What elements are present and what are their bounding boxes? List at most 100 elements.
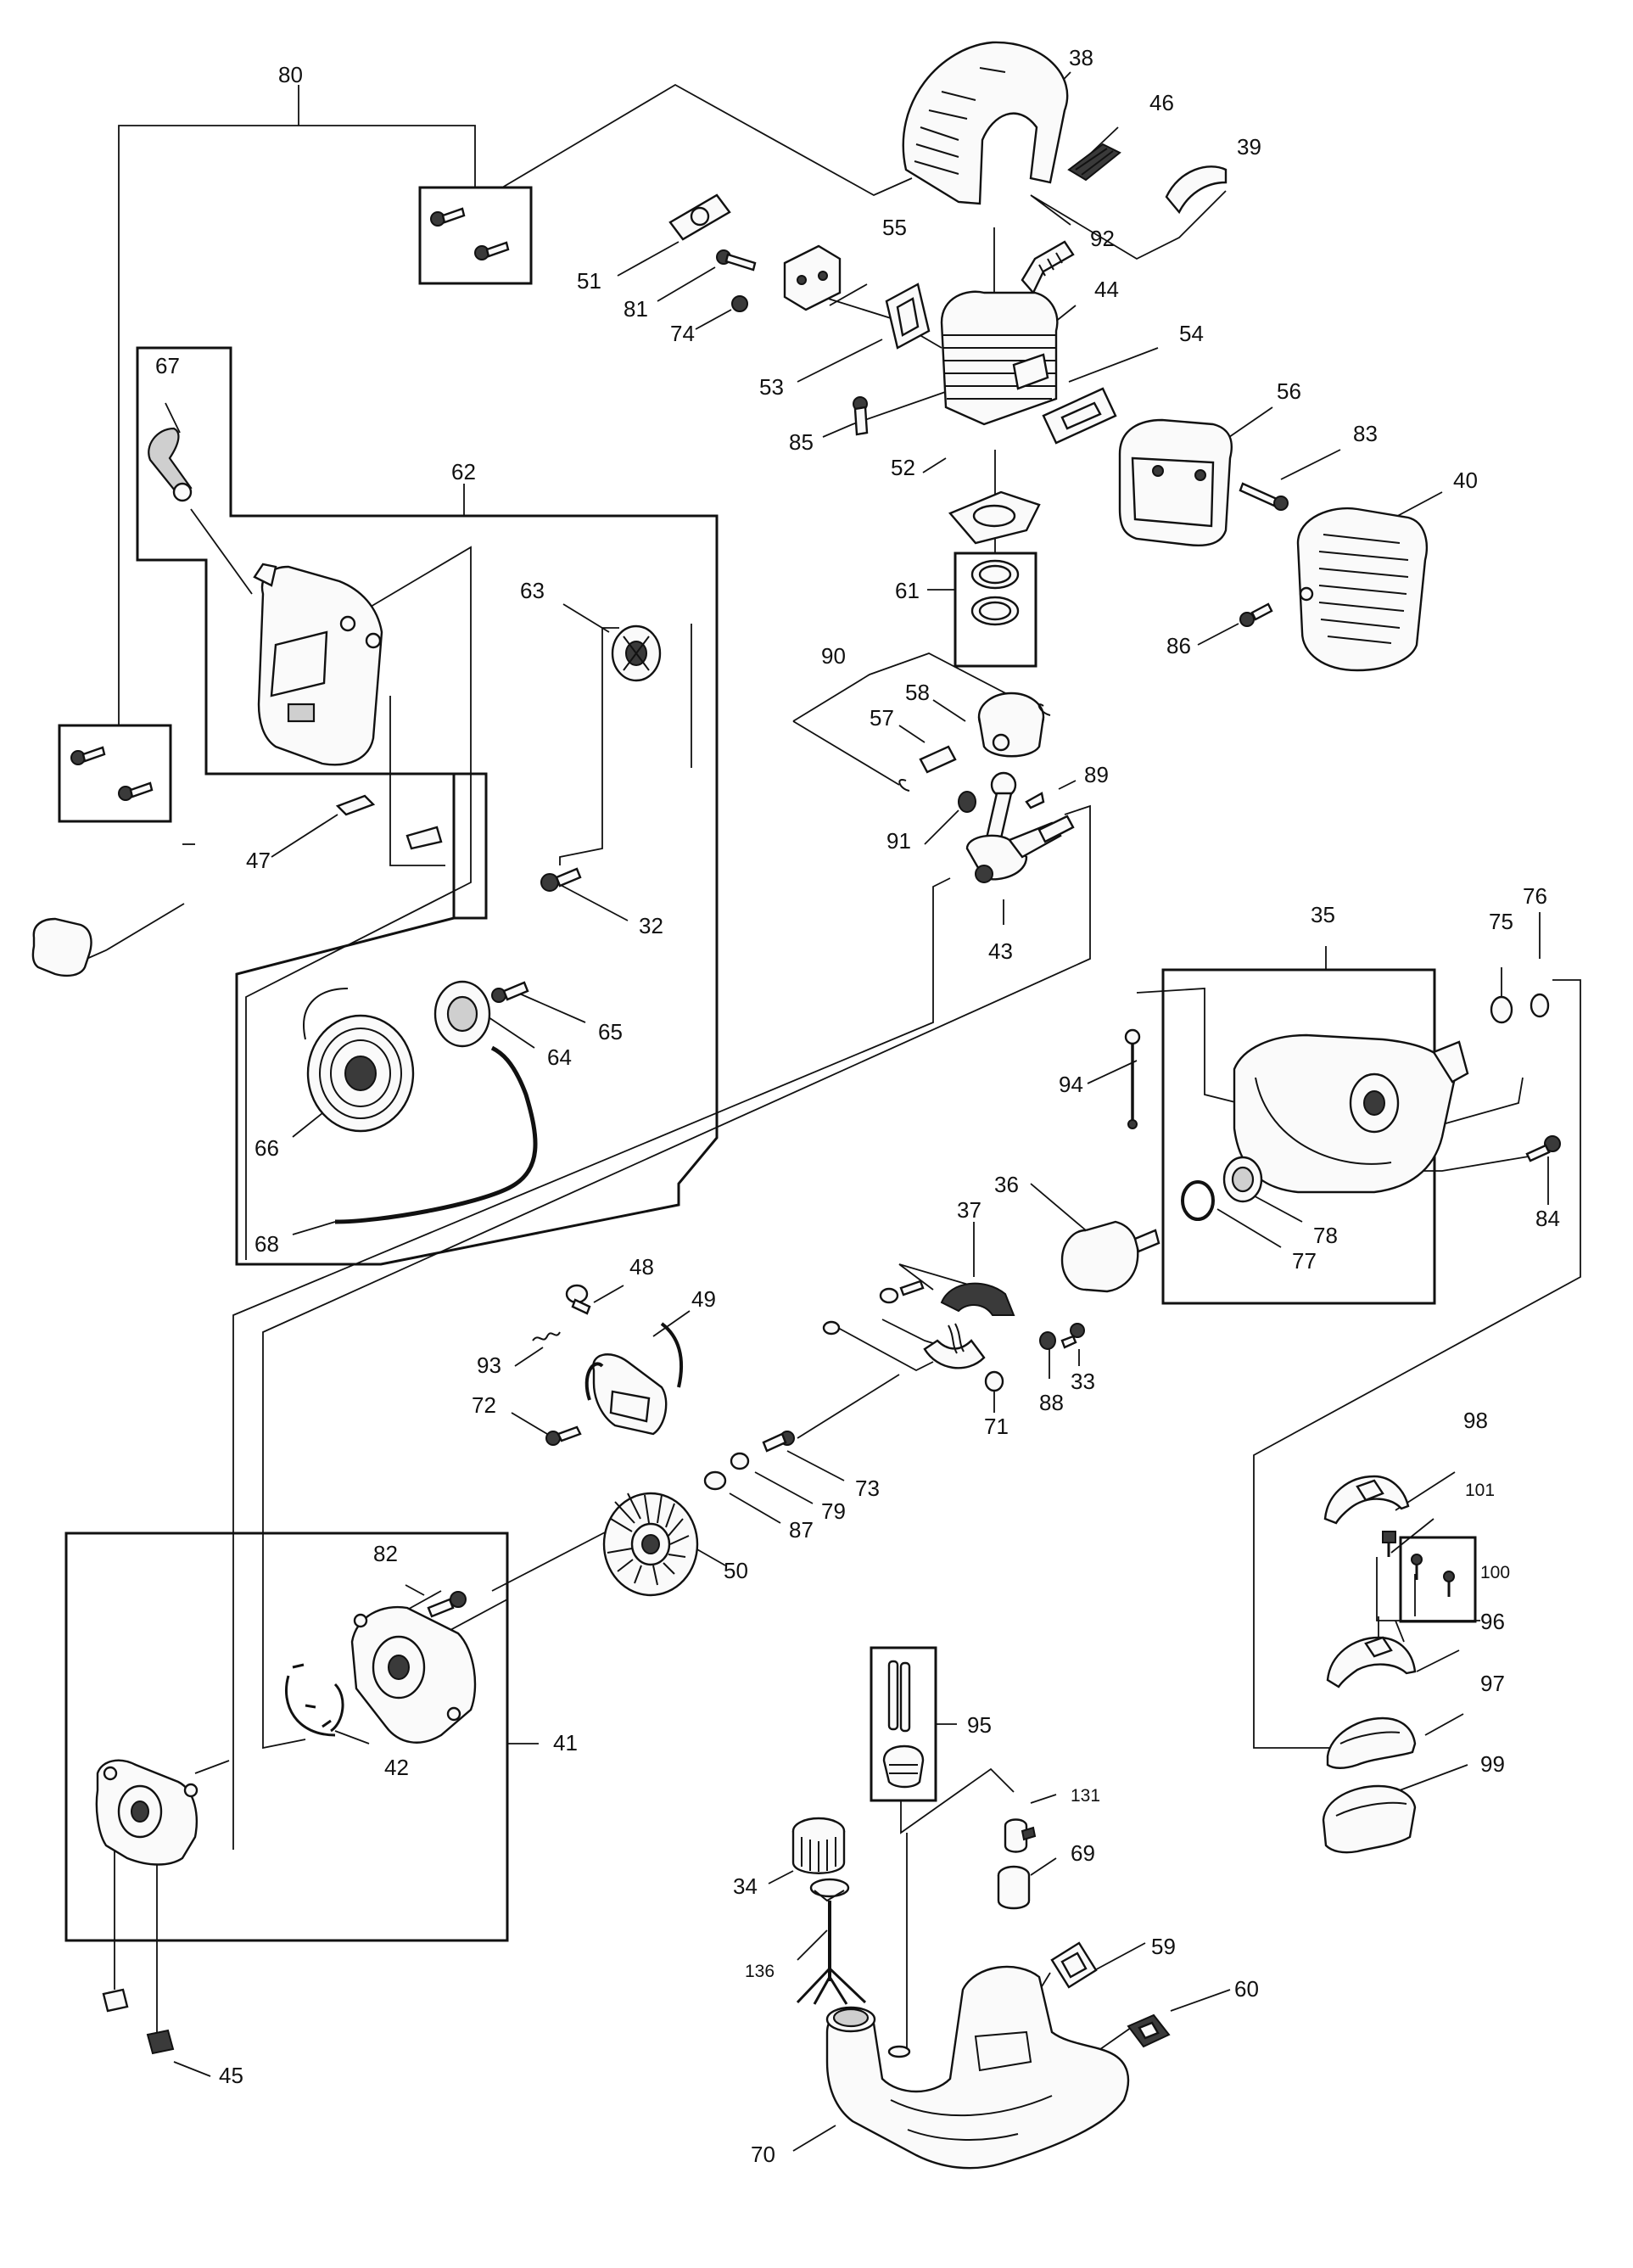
part-98-clamp (1323, 1475, 1410, 1525)
callout-51: 51 (577, 268, 601, 294)
part-82-screw (427, 1591, 467, 1618)
part-75-circlip (1490, 995, 1513, 1024)
callout-35: 35 (1311, 902, 1335, 927)
part-63-pulley (611, 624, 662, 682)
part-41-clutch-housing (95, 1759, 199, 1866)
callout-44: 44 (1094, 277, 1119, 302)
part-56-muffler (1118, 418, 1233, 546)
part-95-fuel-filter (882, 1660, 925, 1789)
part-53-gasket (885, 283, 931, 350)
part-49-ignition-coil (584, 1322, 683, 1436)
part-52-gasket (948, 490, 1041, 545)
part-136-fuel-line (796, 1878, 867, 2005)
part-66-recoil-spring (303, 988, 415, 1133)
callout-89: 89 (1084, 762, 1109, 787)
part-34-fuel-cap (791, 1817, 846, 1874)
callout-93: 93 (477, 1352, 501, 1378)
box-100-screws (1399, 1536, 1477, 1623)
callout-76: 76 (1523, 883, 1547, 909)
part-59-grommet (1050, 1941, 1098, 1989)
part-94-rod (1124, 1028, 1141, 1129)
part-42-gasket (284, 1663, 344, 1737)
callout-53: 53 (759, 374, 784, 400)
part-33-screw (1060, 1323, 1085, 1349)
callout-91: 91 (886, 828, 911, 854)
callout-92: 92 (1090, 226, 1115, 251)
callout-41: 41 (553, 1730, 578, 1756)
callout-33: 33 (1071, 1369, 1095, 1394)
callout-57: 57 (870, 705, 894, 731)
part-47-clip (335, 794, 443, 850)
part-86-bolt (1239, 602, 1273, 627)
callout-43: 43 (988, 938, 1013, 964)
callout-79: 79 (821, 1498, 846, 1524)
part-46-baffle (1067, 143, 1121, 182)
callout-34: 34 (733, 1873, 758, 1899)
part-93-spring (532, 1331, 561, 1341)
part-67-starter-handle (148, 427, 193, 502)
callout-60: 60 (1234, 1976, 1259, 2002)
parts (31, 41, 1561, 2170)
part-40-muffler-cover (1296, 507, 1428, 672)
callout-87: 87 (789, 1517, 814, 1543)
callout-52: 52 (891, 455, 915, 480)
part-62-starter-housing (253, 563, 383, 766)
part-clutch-hardware (822, 1280, 925, 1336)
part-55-insulator (783, 244, 842, 311)
callout-83: 83 (1353, 421, 1378, 446)
part-51-gasket (668, 193, 731, 241)
callout-69: 69 (1071, 1840, 1095, 1866)
callout-131: 131 (1071, 1786, 1100, 1806)
part-65-screw (491, 981, 529, 1003)
callout-90: 90 (821, 643, 846, 669)
callout-45: 45 (219, 2063, 243, 2088)
part-70-fuel-tank (825, 1965, 1130, 2170)
part-44-cylinder (940, 290, 1059, 426)
part-64-reel (433, 980, 491, 1048)
callout-66: 66 (254, 1135, 279, 1161)
callout-101: 101 (1465, 1481, 1495, 1500)
callout-77: 77 (1292, 1248, 1317, 1274)
callout-86: 86 (1166, 633, 1191, 658)
callout-40: 40 (1453, 468, 1478, 493)
part-88-washer (1039, 1331, 1056, 1350)
callout-37: 37 (957, 1197, 981, 1223)
part-61-piston-rings (970, 559, 1020, 626)
callout-84: 84 (1535, 1206, 1560, 1231)
part-85-bolt (853, 396, 869, 436)
part-37-clutch-shoe (923, 1282, 1015, 1369)
part-91-needle-bearing (958, 791, 976, 813)
callout-39: 39 (1237, 134, 1261, 160)
part-45-nut (146, 2029, 175, 2055)
part-43-crankshaft (965, 771, 1075, 883)
callout-67: 67 (155, 353, 180, 378)
callout-47: 47 (246, 848, 271, 873)
part-73-screw (762, 1431, 795, 1453)
callout-58: 58 (905, 680, 930, 705)
part-92-spark-plug (1021, 240, 1075, 295)
box-80-left-screws (58, 724, 172, 823)
callout-48: 48 (629, 1254, 654, 1280)
callout-78: 78 (1313, 1223, 1338, 1248)
callout-62: 62 (451, 459, 476, 484)
callout-32: 32 (639, 913, 663, 938)
part-54-gasket (1042, 387, 1117, 445)
part-87-washer (703, 1470, 727, 1491)
part-39-clip (1165, 165, 1228, 215)
callout-65: 65 (598, 1019, 623, 1044)
part-50-flywheel (602, 1492, 699, 1597)
callout-96: 96 (1480, 1609, 1505, 1634)
part-48-plug (565, 1284, 591, 1315)
callout-99: 99 (1480, 1751, 1505, 1777)
part-96-clamp (1326, 1636, 1417, 1688)
callout-56: 56 (1277, 378, 1301, 404)
part-79-washer (730, 1452, 750, 1470)
part-76-ring (1530, 993, 1550, 1018)
part-84-bolt (1525, 1135, 1561, 1162)
callout-75: 75 (1489, 909, 1513, 934)
part-100-screws (1411, 1554, 1455, 1597)
callout-59: 59 (1151, 1934, 1176, 1959)
part-97-clamp (1326, 1716, 1417, 1769)
leader-lines (63, 71, 1581, 2152)
part-58-piston (977, 692, 1045, 758)
